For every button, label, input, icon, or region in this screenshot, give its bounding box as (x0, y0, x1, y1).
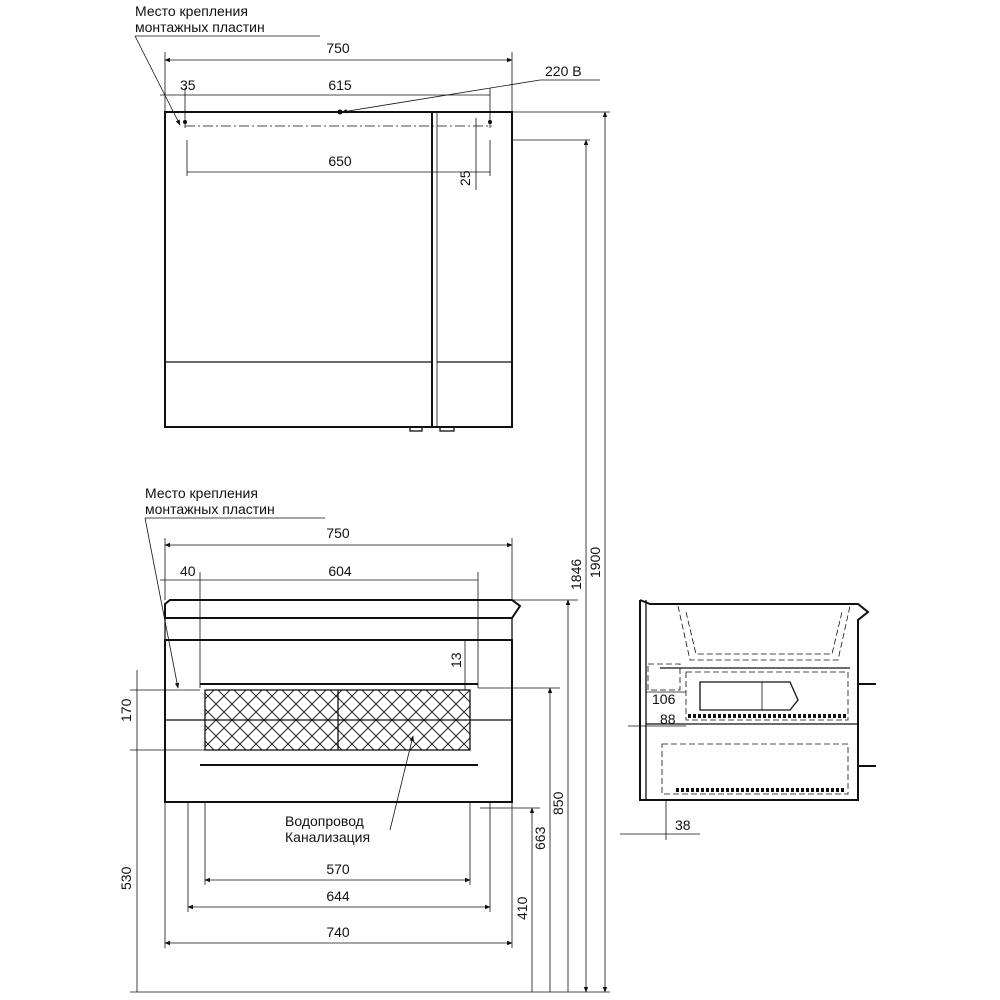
mirror-power-label: 220 В (545, 63, 582, 79)
vanity-gap-label: 13 (448, 652, 464, 668)
mirror-foot-left (409, 426, 423, 432)
vanity-644-label: 644 (326, 888, 350, 904)
mirror-offset-label: 35 (180, 77, 196, 93)
mirror-foot-right (439, 426, 455, 432)
mirror-span-label: 615 (328, 77, 352, 93)
mirror-mount-leader-arrow (134, 35, 181, 126)
side-106-label: 106 (652, 691, 676, 707)
vanity-570-label: 570 (326, 861, 350, 877)
overall-dimensions: 1846 1900 (130, 111, 610, 993)
vanity-663-label: 663 (532, 826, 548, 850)
mirror-mount-label-line1: Место крепления (135, 3, 248, 19)
vanity-170-label: 170 (118, 698, 134, 722)
vanity-mount-label-line2: монтажных пластин (145, 501, 275, 517)
side-drawer1-box (685, 671, 849, 721)
side-88-label: 88 (660, 711, 676, 727)
vanity-front-view: Место крепления монтажных пластин 750 40… (118, 485, 578, 992)
vanity-cabinet-body (164, 639, 513, 803)
vanity-530-label: 530 (118, 866, 134, 890)
vanity-span-label: 604 (328, 563, 352, 579)
vanity-countertop (164, 599, 522, 619)
side-outline (639, 599, 870, 801)
side-siphon (699, 681, 799, 711)
side-drawer2-box (661, 743, 849, 795)
vanity-side-section: 106 88 38 (620, 599, 876, 840)
vanity-mount-leader-arrow (144, 517, 180, 689)
mirror-depth-label: 25 (457, 170, 473, 186)
mirror-inner-label: 650 (328, 153, 352, 169)
vanity-pipe-leader (389, 735, 414, 831)
side-basin-inner (685, 611, 843, 655)
vanity-410-label: 410 (514, 896, 530, 920)
vanity-width-label: 750 (326, 525, 350, 541)
vanity-mount-label-line1: Место крепления (145, 485, 258, 501)
vanity-water-label: Водопровод (285, 813, 364, 829)
mirror-cabinet-view: Место крепления монтажных пластин 750 35… (134, 3, 610, 432)
side-mount-plate (647, 663, 681, 691)
vanity-sewer-label: Канализация (285, 829, 370, 845)
side-38-label: 38 (675, 817, 691, 833)
mirror-mount-label-line2: монтажных пластин (135, 19, 265, 35)
mirror-power-leader-arrow (341, 79, 541, 114)
overall-1846-label: 1846 (568, 559, 584, 590)
mirror-width-label: 750 (326, 40, 350, 56)
mirror-power-point (337, 109, 343, 115)
vanity-offset-label: 40 (180, 563, 196, 579)
overall-1900-label: 1900 (587, 547, 603, 578)
side-basin (677, 605, 851, 661)
vanity-740-label: 740 (326, 924, 350, 940)
vanity-850-label: 850 (550, 791, 566, 815)
